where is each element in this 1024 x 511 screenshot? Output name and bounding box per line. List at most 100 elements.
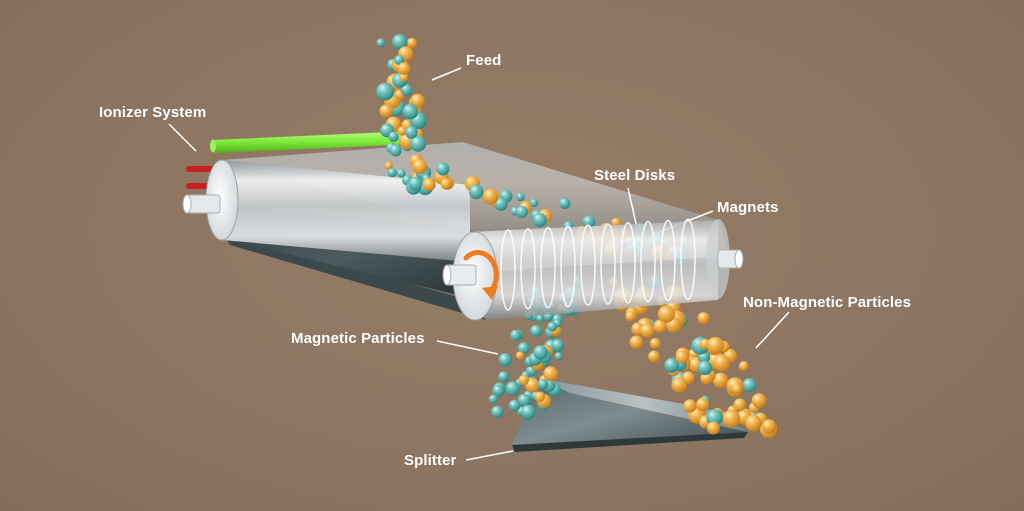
non-magnetic-particle [732,384,743,395]
non-magnetic-particle [397,126,407,136]
magnets-label: Magnets [717,199,779,216]
magnetic-particle [436,162,450,176]
magnetic-particle [517,342,530,355]
magnetic-particle [554,352,563,361]
non-magnetic-particle [671,376,688,393]
non-magnetic-particle [751,393,767,408]
magnetic-particle [498,353,512,367]
non-magnetic-particle [625,311,636,322]
non-magnetic-particle [543,366,559,382]
magnetic-particle [547,321,558,332]
magnetic-particle [521,404,536,420]
magnetic-particle [498,371,509,383]
feed-label: Feed [466,52,502,69]
magnetic-particle [706,409,723,426]
magnetic-particle [396,168,406,178]
magnetic-particle [536,314,545,323]
non-magnetic-particle [515,351,525,360]
magnetic-particle [530,324,543,337]
splitter-label: Splitter [404,452,457,469]
magnetic-particle [582,215,596,229]
non-magnetic-particle [696,397,710,412]
steel-disk [520,227,536,310]
magnetic-particle [387,168,397,178]
non-magnetic-particle [713,354,731,372]
magnetic-particle [468,184,484,200]
magnetic-particle [376,38,386,48]
non-magnetic-particle [738,361,749,371]
non-magnetic-particle [683,399,697,413]
magnetic-particle [510,329,522,341]
magnetic-particle [394,55,405,65]
non-magnetic-particles-label: Non-Magnetic Particles [743,294,912,311]
magnetic-particle [537,378,549,390]
non-magnetic-particle [482,188,499,205]
steel-disk [500,229,516,311]
non-magnetic-particle [384,161,393,170]
non-magnetic-particle [707,336,725,355]
non-magnetic-particle [697,312,710,324]
steel-disks-label: Steel Disks [594,167,676,184]
non-magnetic-particle [525,378,540,393]
non-magnetic-particle [629,335,643,349]
non-magnetic-particle [422,177,436,191]
magnetic-particle [697,360,713,376]
non-magnetic-particle [534,391,546,403]
non-magnetic-particle [733,398,747,412]
non-magnetic-particle [722,409,741,428]
magnetic-particle [408,176,423,191]
non-magnetic-particle [399,73,409,82]
magnetic-particle [392,34,408,50]
steel-disk [560,225,576,308]
magnetic-particle [517,393,531,407]
magnetic-particle [494,197,508,211]
magnetic-particle [532,212,547,227]
ionizer-bar [210,131,414,153]
magnetic-particle [492,384,505,397]
ionizer-system-label: Ionizer System [99,104,207,121]
magnetic-particle [389,144,402,157]
steel-disk [620,221,636,304]
steel-disks [500,218,696,311]
non-magnetic-particle [406,37,417,49]
magnetic-particle [491,405,504,419]
magnetic-particle [559,197,571,209]
magnetic-particle [515,205,529,218]
steel-disk [640,220,656,303]
steel-disk [600,223,616,305]
magnetic-particle [376,82,395,101]
steel-disk [540,226,556,309]
non-magnetic-particle [379,104,393,118]
non-magnetic-particle [410,93,425,109]
non-magnetic-particle [653,319,667,333]
non-magnetic-particle [712,372,729,388]
steel-disk [660,219,676,302]
non-magnetic-particle [745,414,762,432]
magnetic-particle [529,198,539,207]
magnetic-particle [742,378,757,393]
non-magnetic-particle [648,350,660,363]
non-magnetic-particle [761,419,777,434]
leader-lines [168,67,790,461]
non-magnetic-particle [518,374,529,386]
steel-disk [680,218,696,301]
non-magnetic-particle [412,159,428,174]
magnetic-particle [400,83,413,96]
circular-arrow-icon [463,250,499,300]
magnetic-particle [488,394,498,404]
non-magnetic-particle [675,350,689,364]
magnetic-particles-label: Magnetic Particles [291,330,425,347]
magnetic-particle [533,345,548,360]
steel-disk [580,224,596,307]
magnetic-particle [516,192,525,202]
magnetic-particle [508,399,521,412]
magnetic-particle [664,357,680,373]
magnetic-particle [551,339,565,352]
magnetic-particle [505,381,520,396]
magnetic-particle [402,103,419,120]
magnetic-particle [409,135,427,152]
non-magnetic-particle [649,338,661,349]
magnetic-particle [405,125,418,139]
magnetic-roller [442,218,744,321]
